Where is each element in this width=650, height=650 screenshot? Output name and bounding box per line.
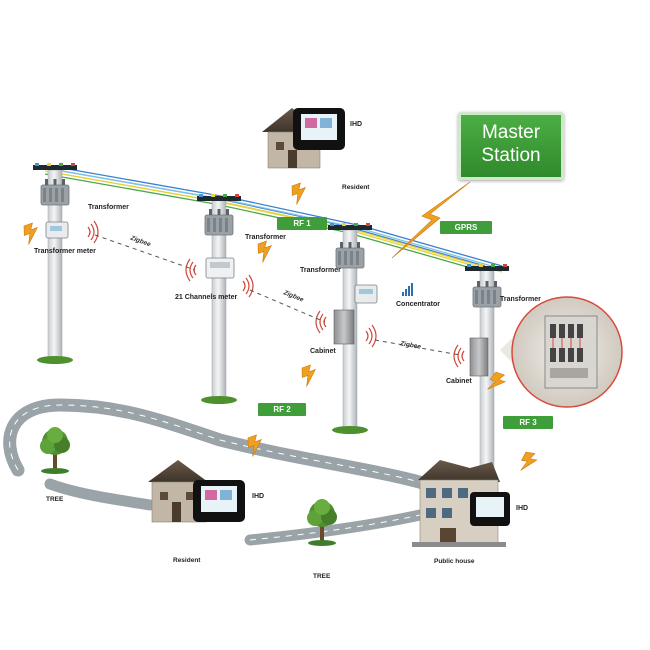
- road: [3, 398, 437, 546]
- cabinet-label-1: Cabinet: [310, 348, 336, 355]
- transformer-label-4: Transformer: [500, 296, 541, 303]
- ihd-label-bottom: IHD: [252, 493, 265, 500]
- zigbee-links: [94, 234, 461, 356]
- transformer-label-3: Transformer: [300, 267, 341, 274]
- transformer-label-1: Transformer: [88, 204, 129, 211]
- master-station-line1: Master: [481, 122, 541, 143]
- ihd-label-public: IHD: [516, 505, 529, 512]
- resident-label-top: Resident: [342, 184, 370, 191]
- utility-poles: [33, 163, 509, 481]
- channels-meter-device: [205, 257, 235, 279]
- transformer-meter-label: Transformer meter: [34, 248, 96, 255]
- rf3-tag: RF 3: [503, 416, 553, 429]
- concentrator-device: [354, 284, 378, 304]
- signal-icon: [402, 283, 413, 296]
- tree-label-right: TREE: [313, 573, 331, 580]
- transformer-label-2: Transformer: [245, 234, 286, 241]
- transformers: [40, 178, 502, 308]
- rf2-tag: RF 2: [258, 403, 306, 416]
- master-station-line2: Station: [481, 145, 541, 166]
- tree-right: [307, 499, 337, 546]
- cabinet-zoom-detail: [500, 296, 623, 408]
- master-station-box: Master Station: [458, 112, 564, 180]
- tree-label-left: TREE: [46, 496, 64, 503]
- resident-label-bottom: Resident: [173, 557, 201, 564]
- concentrator-label: Concentrator: [396, 301, 440, 308]
- gprs-tag: GPRS: [440, 221, 492, 234]
- tree-left: [40, 427, 70, 474]
- gprs-lightning: [391, 181, 471, 259]
- ihd-label-top: IHD: [350, 121, 363, 128]
- cabinet-label-2: Cabinet: [446, 378, 472, 385]
- ihd-device-public: [470, 492, 510, 526]
- ihd-device-top: [293, 108, 345, 150]
- rf1-tag: RF 1: [277, 217, 327, 230]
- channels-meter-label: 21 Channels meter: [175, 294, 238, 301]
- cabinets: [333, 309, 489, 377]
- ihd-device-bottom: [193, 480, 245, 522]
- public-house-label: Public house: [434, 558, 475, 565]
- transformer-meter-device: [45, 221, 69, 239]
